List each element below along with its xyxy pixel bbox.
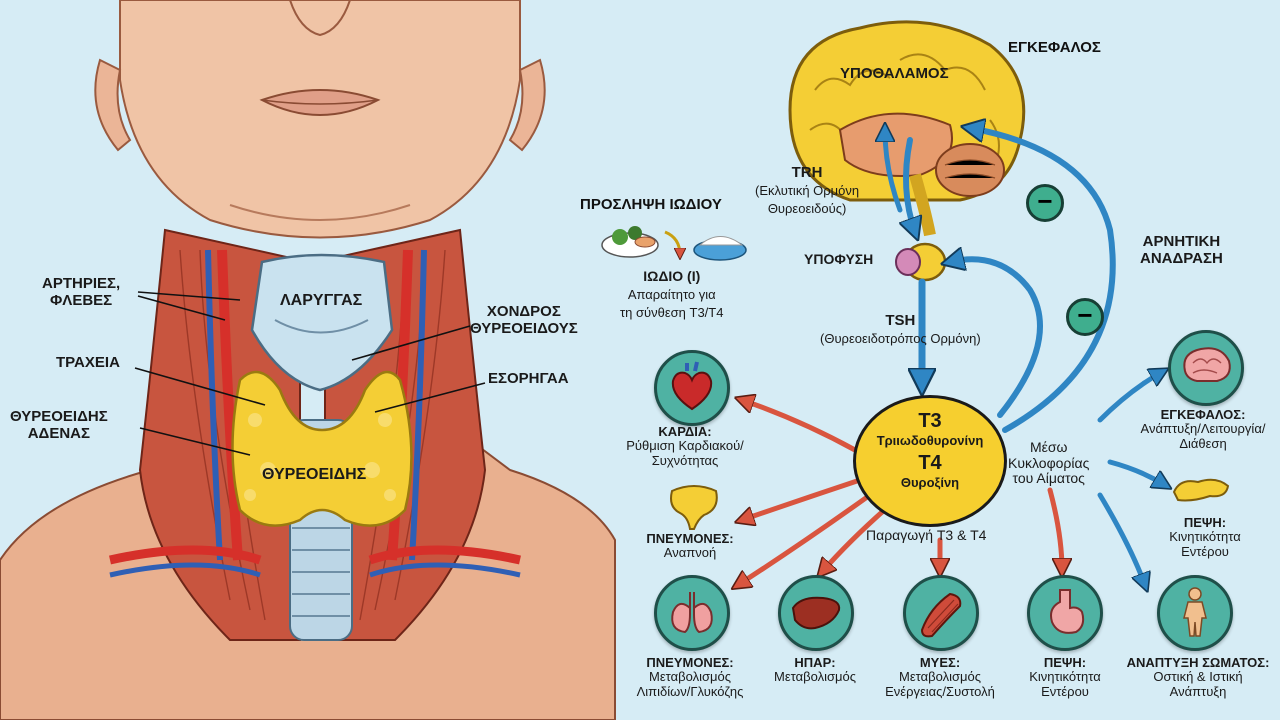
cartilage-label: ΧΟΝΔΡΟΣ ΘΥΡΕΟΕΙΔΟΥΣ [470, 304, 578, 338]
feedback-line2: ΑΝΑΔΡΑΣΗ [1140, 250, 1223, 267]
stomach-circle [1027, 575, 1103, 651]
feedback-line1: ΑΡΝΗΤΙΚΗ [1143, 233, 1221, 250]
muscles-caption-line2: Ενέργειας/Συστολή [870, 685, 1010, 699]
t3-name: Τριιωδοθυρονίνη [856, 433, 1004, 448]
lungs-caption-line1: Μεταβολισμός [615, 670, 765, 684]
pituitary-label: ΥΠΟΦΥΣΗ [804, 252, 873, 268]
thyroid-gland-shape [233, 372, 412, 526]
t3-label: T3 [856, 410, 1004, 433]
lungs-top-caption-title: ΠΝΕΥΜΟΝΕΣ: [625, 532, 755, 546]
arteries-line2: ΦΛΕΒΕΣ [50, 292, 112, 309]
brain-effect-caption-title: ΕΓΚΕΦΑΛΟΣ: [1128, 408, 1278, 422]
stomach-caption-title: ΠΕΨΗ: [1010, 656, 1120, 670]
circulation-line1: Μέσω [1030, 439, 1067, 455]
lungs-circle [654, 575, 730, 651]
hypothalamus-label: ΥΠΟΘΑΛΑΜΟΣ [840, 66, 949, 83]
liver-caption-title: ΗΠΑΡ: [760, 656, 870, 670]
thyroid-on-gland-label: ΘΥΡΕΟΕΙΔΗΣ [262, 466, 366, 484]
body-caption-title: ΑΝΑΠΤΥΞΗ ΣΩΜΑΤΟΣ: [1118, 656, 1278, 670]
tsh-desc: (Θυρεοειδοτρόπος Ορμόνη) [820, 331, 981, 346]
body-growth-circle [1157, 575, 1233, 651]
digestion-caption: ΠΕΨΗ: Κινητικότητα Εντέρου [1150, 516, 1260, 559]
arteries-veins-label: ΑΡΤΗΡΙΕΣ, ΦΛΕΒΕΣ [42, 276, 120, 310]
muscles-caption-title: ΜΥΕΣ: [870, 656, 1010, 670]
digestion-caption-title: ΠΕΨΗ: [1150, 516, 1260, 530]
liver-caption-line1: Μεταβολισμός [760, 670, 870, 684]
t4-label: T4 [856, 452, 1004, 475]
brain-effect-caption-line2: Διάθεση [1128, 437, 1278, 451]
iodine-label: ΙΩΔΙΟ (I) Απαραίτητο για τη σύνθεση T3/T… [620, 268, 723, 322]
digestion-caption-line2: Εντέρου [1150, 545, 1260, 559]
heart-circle [654, 350, 730, 426]
circulation-label: Μέσω Κυκλοφορίας του Αίματος [1008, 440, 1089, 487]
iodine-illustration [602, 226, 746, 260]
stomach-caption: ΠΕΨΗ: Κινητικότητα Εντέρου [1010, 656, 1120, 699]
liver-icon [781, 578, 851, 648]
brain-title: ΕΓΚΕΦΑΛΟΣ [1008, 40, 1101, 57]
thyroid-gland-label: ΘΥΡΕΟΕΙΔΗΣ ΑΔΕΝΑΣ [10, 409, 108, 443]
liver-caption: ΗΠΑΡ: Μεταβολισμός [760, 656, 870, 685]
tsh-label: TSH (Θυρεοειδοτρόπος Ορμόνη) [820, 312, 981, 348]
muscle-icon [906, 578, 976, 648]
heart-caption-line1: Ρύθμιση Καρδιακού/ [600, 439, 770, 453]
trh-name: TRH [792, 164, 823, 181]
trh-desc-line2: Θυρεοειδούς) [768, 201, 847, 216]
heart-caption: ΚΑΡΔΙΑ: Ρύθμιση Καρδιακού/ Συχνότητας [600, 425, 770, 468]
lungs-top-caption: ΠΝΕΥΜΟΝΕΣ: Αναπνοή [625, 532, 755, 561]
heart-caption-title: ΚΑΡΔΙΑ: [600, 425, 770, 439]
trachea-label: ΤΡΑΧΕΙΑ [56, 355, 120, 372]
brain-effect-circle [1168, 330, 1244, 406]
trh-label: TRH (Εκλυτική Ορμόνη Θυρεοειδούς) [755, 164, 859, 218]
lungs-caption: ΠΝΕΥΜΟΝΕΣ: Μεταβολισμός Λιπιδίων/Γλυκόζη… [615, 656, 765, 699]
circulation-line3: του Αίματος [1012, 470, 1084, 486]
cartilage-line1: ΧΟΝΔΡΟΣ [487, 303, 561, 320]
pancreas-icon [1170, 468, 1232, 508]
stomach-icon [1030, 578, 1100, 648]
body-caption-line1: Οστική & Ιστική [1118, 670, 1278, 684]
iodine-title: ΠΡΟΣΛΗΨΗ ΙΩΔΙΟΥ [580, 197, 722, 214]
body-caption-line2: Ανάπτυξη [1118, 685, 1278, 699]
larynx-label: ΛΑΡΥΓΓΑΣ [280, 292, 362, 310]
circulation-line2: Κυκλοφορίας [1008, 455, 1089, 471]
thyroid-gland-line2: ΑΔΕΝΑΣ [28, 425, 90, 442]
lungs-caption-line2: Λιπιδίων/Γλυκόζης [615, 685, 765, 699]
arteries-line1: ΑΡΤΗΡΙΕΣ, [42, 275, 120, 292]
cartilage-line2: ΘΥΡΕΟΕΙΔΟΥΣ [470, 320, 578, 337]
muscles-caption: ΜΥΕΣ: Μεταβολισμός Ενέργειας/Συστολή [870, 656, 1010, 699]
brain-effect-caption: ΕΓΚΕΦΑΛΟΣ: Ανάπτυξη/Λειτουργία/ Διάθεση [1128, 408, 1278, 451]
lungs-icon [657, 578, 727, 648]
muscles-caption-line1: Μεταβολισμός [870, 670, 1010, 684]
lungs-top-caption-line1: Αναπνοή [625, 546, 755, 560]
iodine-desc-line1: Απαραίτητο για [628, 287, 716, 302]
t3-t4-hormone-circle: T3 Τριιωδοθυρονίνη T4 Θυροξίνη [853, 395, 1007, 527]
human-body-icon [1160, 578, 1230, 648]
iodine-desc-line2: τη σύνθεση T3/T4 [620, 305, 723, 320]
iodine-name: ΙΩΔΙΟ (I) [643, 268, 700, 284]
thyroid-gland-line1: ΘΥΡΕΟΕΙΔΗΣ [10, 408, 108, 425]
esophagus-label: ΕΣΟΡΗΓΑΑ [488, 371, 569, 388]
minus-badge-bottom: − [1066, 298, 1104, 336]
production-label: Παραγωγή T3 & T4 [866, 528, 986, 544]
tsh-name: TSH [885, 312, 915, 329]
body-caption: ΑΝΑΠΤΥΞΗ ΣΩΜΑΤΟΣ: Οστική & Ιστική Ανάπτυ… [1118, 656, 1278, 699]
muscles-circle [903, 575, 979, 651]
heart-caption-line2: Συχνότητας [600, 454, 770, 468]
t4-name: Θυροξίνη [856, 475, 1004, 490]
liver-circle [778, 575, 854, 651]
trh-desc-line1: (Εκλυτική Ορμόνη [755, 183, 859, 198]
brain-effect-caption-line1: Ανάπτυξη/Λειτουργία/ [1128, 422, 1278, 436]
stomach-caption-line2: Εντέρου [1010, 685, 1120, 699]
heart-icon [657, 353, 727, 423]
lungs-caption-title: ΠΝΕΥΜΟΝΕΣ: [615, 656, 765, 670]
minus-badge-top: − [1026, 184, 1064, 222]
lungs-small-icon [664, 481, 722, 531]
stomach-caption-line1: Κινητικότητα [1010, 670, 1120, 684]
digestion-caption-line1: Κινητικότητα [1150, 530, 1260, 544]
negative-feedback-label: ΑΡΝΗΤΙΚΗ ΑΝΑΔΡΑΣΗ [1140, 234, 1223, 268]
brain-icon [1171, 333, 1241, 403]
